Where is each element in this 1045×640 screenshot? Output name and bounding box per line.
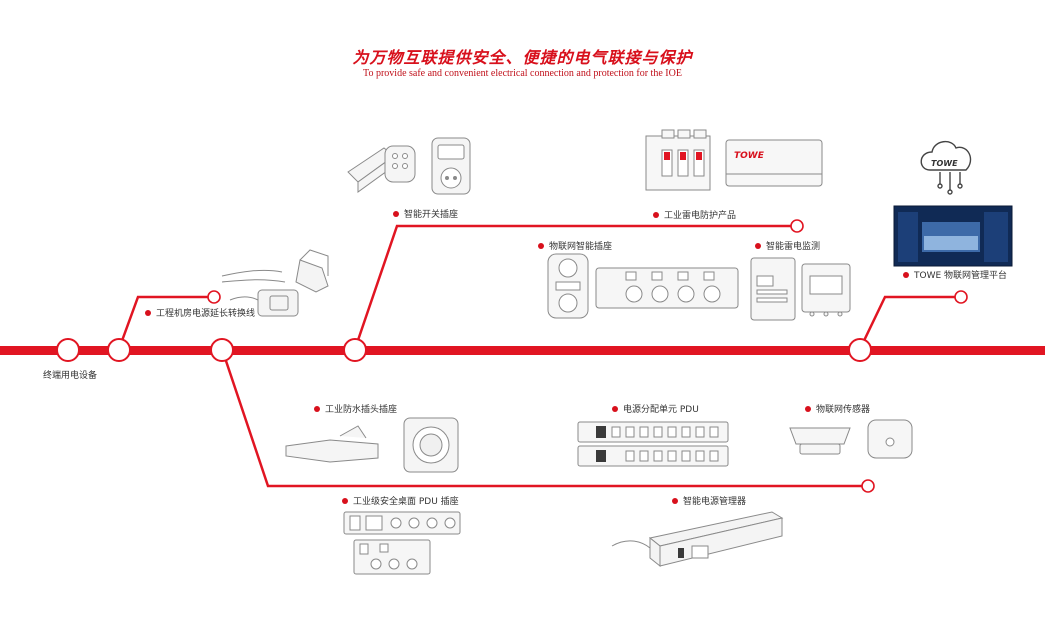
- platform-dashboard-screen: [893, 205, 1013, 267]
- bullet-icon: [393, 210, 399, 217]
- label-towe-platform: TOWE 物联网管理平台: [903, 268, 1007, 281]
- waterproof-plug-illustration: [285, 417, 459, 473]
- node-junction-4: [848, 338, 872, 362]
- branch-upper: [353, 224, 797, 350]
- iot-sensor-illustration: [789, 419, 913, 459]
- bullet-icon: [755, 242, 761, 249]
- slogan-cn: 为万物互联提供安全、便捷的电气联接与保护: [352, 48, 693, 67]
- smart-power-manager-illustration: [611, 511, 784, 568]
- extension-cable-illustration: [221, 249, 329, 317]
- bullet-icon: [672, 497, 678, 504]
- bullet-icon: [342, 497, 348, 504]
- node-junction-2: [210, 338, 234, 362]
- bullet-icon: [538, 242, 544, 249]
- node-platform-end: [954, 290, 968, 304]
- platform-cloud-icon: [920, 141, 972, 195]
- bullet-icon: [145, 309, 151, 316]
- label-pdu: 电源分配单元 PDU: [612, 402, 699, 415]
- lightning-monitor-illustration: [750, 257, 851, 321]
- label-smart-power-manager: 智能电源管理器: [672, 494, 746, 507]
- label-desktop-pdu: 工业级安全桌面 PDU 插座: [342, 494, 459, 507]
- branch-extension: [117, 295, 213, 350]
- bullet-icon: [653, 211, 659, 218]
- label-extension-cable: 工程机房电源延长转换线: [145, 306, 255, 319]
- bullet-icon: [612, 405, 618, 412]
- branch-lower: [220, 348, 867, 488]
- branch-platform: [858, 295, 960, 350]
- label-iot-smart-socket: 物联网智能插座: [538, 239, 612, 252]
- lightning-protection-illustration: [645, 129, 823, 191]
- node-upper-end: [790, 219, 804, 233]
- iot-smart-socket-illustration: [547, 253, 739, 319]
- label-waterproof-plug: 工业防水插头插座: [314, 402, 397, 415]
- node-junction-3: [343, 338, 367, 362]
- label-smart-switch: 智能开关插座: [393, 207, 458, 220]
- smart-switch-illustration: [347, 137, 471, 195]
- platform-cloud-logo: TOWE: [931, 159, 958, 168]
- main-line: [0, 346, 1045, 355]
- bullet-icon: [314, 405, 320, 412]
- label-lightning-monitor: 智能雷电监测: [755, 239, 820, 252]
- label-lightning-protection: 工业雷电防护产品: [653, 208, 736, 221]
- label-terminal: 终端用电设备: [43, 371, 98, 381]
- bullet-icon: [903, 271, 909, 278]
- label-iot-sensor: 物联网传感器: [805, 402, 870, 415]
- slogan-en: To provide safe and convenient electrica…: [363, 68, 682, 79]
- node-terminal: [56, 338, 80, 362]
- pdu-illustration: [577, 421, 729, 467]
- desktop-pdu-illustration: [343, 511, 461, 575]
- node-extension-end: [207, 290, 221, 304]
- node-lower-end: [861, 479, 875, 493]
- towe-logo-box: TOWE: [734, 151, 765, 161]
- node-junction-1: [107, 338, 131, 362]
- bullet-icon: [805, 405, 811, 412]
